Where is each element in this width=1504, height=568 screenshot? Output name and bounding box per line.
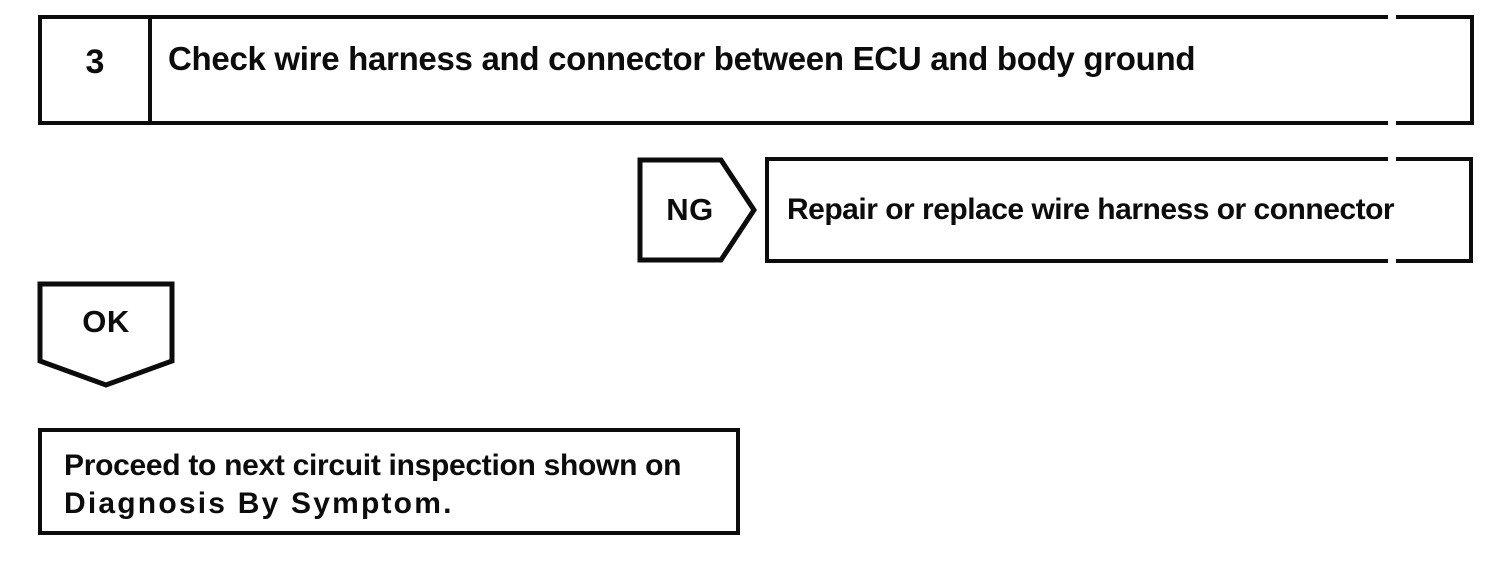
result-box: Proceed to next circuit inspection shown… — [38, 428, 740, 535]
ng-pentagon-icon — [637, 157, 757, 263]
step-title: Check wire harness and connector between… — [168, 40, 1196, 77]
result-line1: Proceed to next circuit inspection shown… — [64, 449, 682, 482]
result-line2: Diagnosis By Symptom. — [64, 487, 454, 520]
ng-label: NG — [666, 192, 714, 227]
ok-pentagon-icon — [37, 281, 175, 388]
ng-connector: NG — [637, 157, 757, 263]
ng-action-text: Repair or replace wire harness or connec… — [787, 193, 1395, 226]
border-gap-artifact — [1388, 15, 1396, 20]
step-title-cell: Check wire harness and connector between… — [152, 19, 1470, 121]
border-gap-artifact — [1388, 258, 1396, 263]
border-gap-artifact — [1388, 157, 1396, 162]
ok-label: OK — [82, 303, 130, 339]
ok-connector: OK — [37, 281, 175, 388]
border-gap-artifact — [1388, 120, 1396, 125]
ng-action-box: Repair or replace wire harness or connec… — [765, 157, 1473, 263]
step-box: 3 Check wire harness and connector betwe… — [38, 15, 1474, 125]
step-number-cell: 3 — [42, 19, 152, 121]
step-number: 3 — [85, 43, 105, 81]
